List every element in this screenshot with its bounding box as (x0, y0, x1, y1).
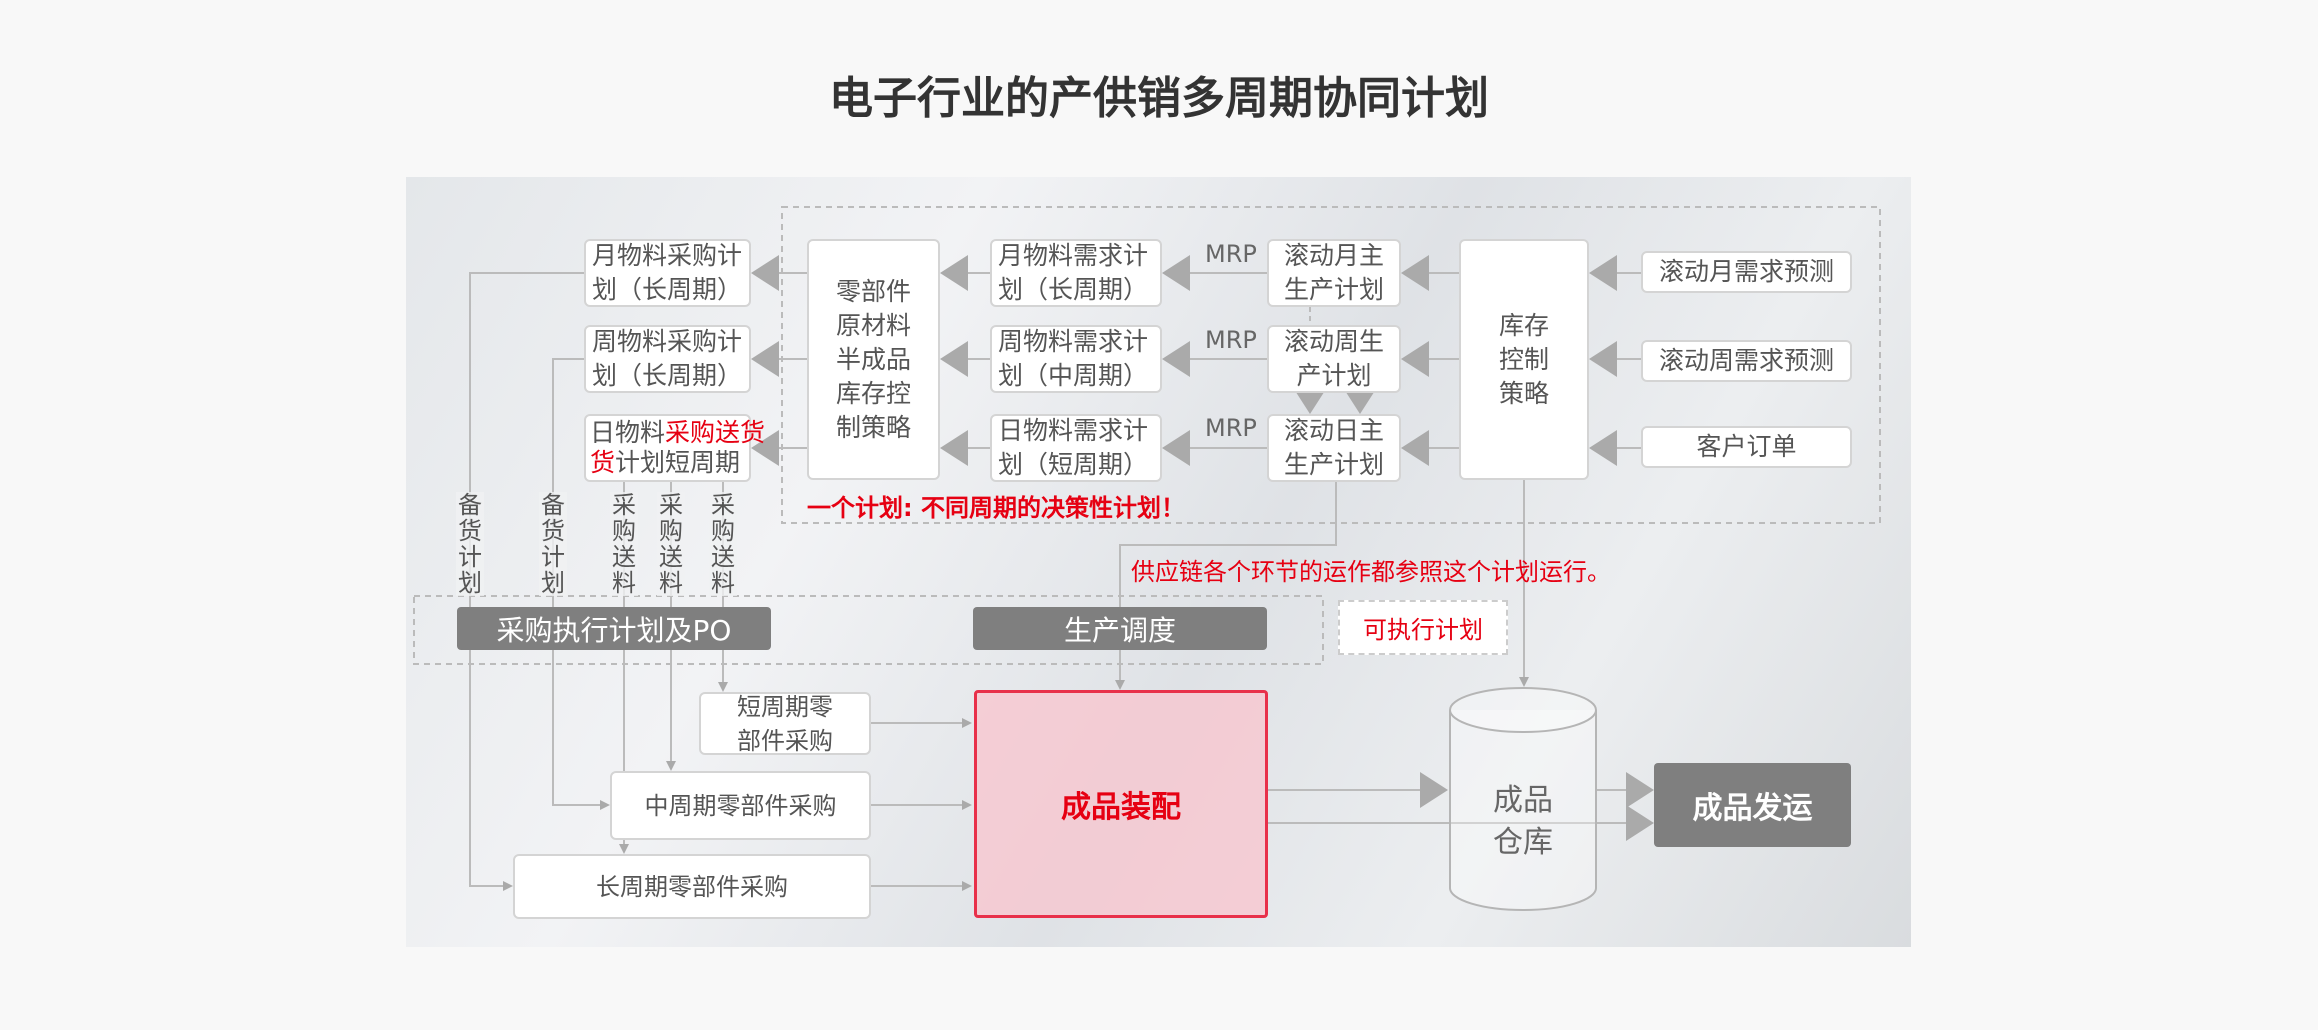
vertical-label: 采购送料 (709, 491, 737, 597)
warehouse-cylinder (1449, 687, 1597, 911)
vertical-label: 采购送料 (610, 491, 638, 597)
daily-plan-line-2: 货计划短周期 (590, 448, 740, 478)
supply-chain-note: 供应链各个环节的运作都参照这个计划运行。 (1131, 558, 1611, 586)
vertical-label: 备货计划 (456, 491, 484, 597)
monthly-purchase-plan: 月物料采购计划（长周期） (584, 239, 751, 307)
weekly-forecast: 滚动周需求预测 (1641, 340, 1852, 382)
vertical-label: 采购送料 (657, 491, 685, 597)
weekly-purchase-plan: 周物料采购计划（长周期） (584, 325, 751, 393)
short-cycle-procurement: 短周期零部件采购 (699, 692, 871, 755)
executable-plan: 可执行计划 (1338, 600, 1508, 655)
monthly-mps: 滚动月主生产计划 (1267, 239, 1401, 307)
weekly-demand-plan: 周物料需求计划（中周期） (990, 325, 1162, 393)
daily-plan-line-1: 日物料采购送货 (590, 418, 765, 448)
mid-cycle-procurement: 中周期零部件采购 (610, 771, 871, 840)
page-title: 电子行业的产供销多周期协同计划 (829, 73, 1489, 124)
mrp-label: MRP (1205, 240, 1257, 268)
mrp-label: MRP (1205, 414, 1257, 442)
daily-purchase-plan: 日物料采购送货 货计划短周期 (584, 414, 765, 482)
text: 计划短周期 (615, 448, 741, 477)
long-cycle-procurement: 长周期零部件采购 (513, 854, 871, 919)
parts-inventory-policy: 零部件原材料半成品库存控制策略 (807, 239, 940, 480)
weekly-mps: 滚动周生 产计划 (1267, 325, 1401, 393)
purchase-execution-po: 采购执行计划及PO (457, 607, 771, 650)
vertical-label: 备货计划 (539, 491, 567, 597)
text: 日物料 (590, 418, 666, 447)
customer-orders: 客户订单 (1641, 426, 1852, 468)
monthly-demand-plan: 月物料需求计划（长周期） (990, 239, 1162, 307)
highlight-text: 采购送货 (665, 418, 766, 447)
mrp-label: MRP (1205, 326, 1257, 354)
inventory-control-policy: 库存控制策略 (1459, 239, 1589, 480)
warehouse-label: 成品仓库 (1493, 783, 1553, 860)
finished-goods-shipping: 成品发运 (1654, 763, 1851, 847)
one-plan-note: 一个计划: 不同周期的决策性计划！ (807, 494, 1185, 522)
monthly-forecast: 滚动月需求预测 (1641, 251, 1852, 293)
highlight-text: 货 (590, 448, 616, 477)
daily-demand-plan: 日物料需求计划（短周期） (990, 414, 1162, 482)
production-scheduling: 生产调度 (973, 607, 1267, 650)
daily-mps: 滚动日主生产计划 (1267, 414, 1401, 482)
finished-goods-assembly: 成品装配 (974, 690, 1268, 918)
